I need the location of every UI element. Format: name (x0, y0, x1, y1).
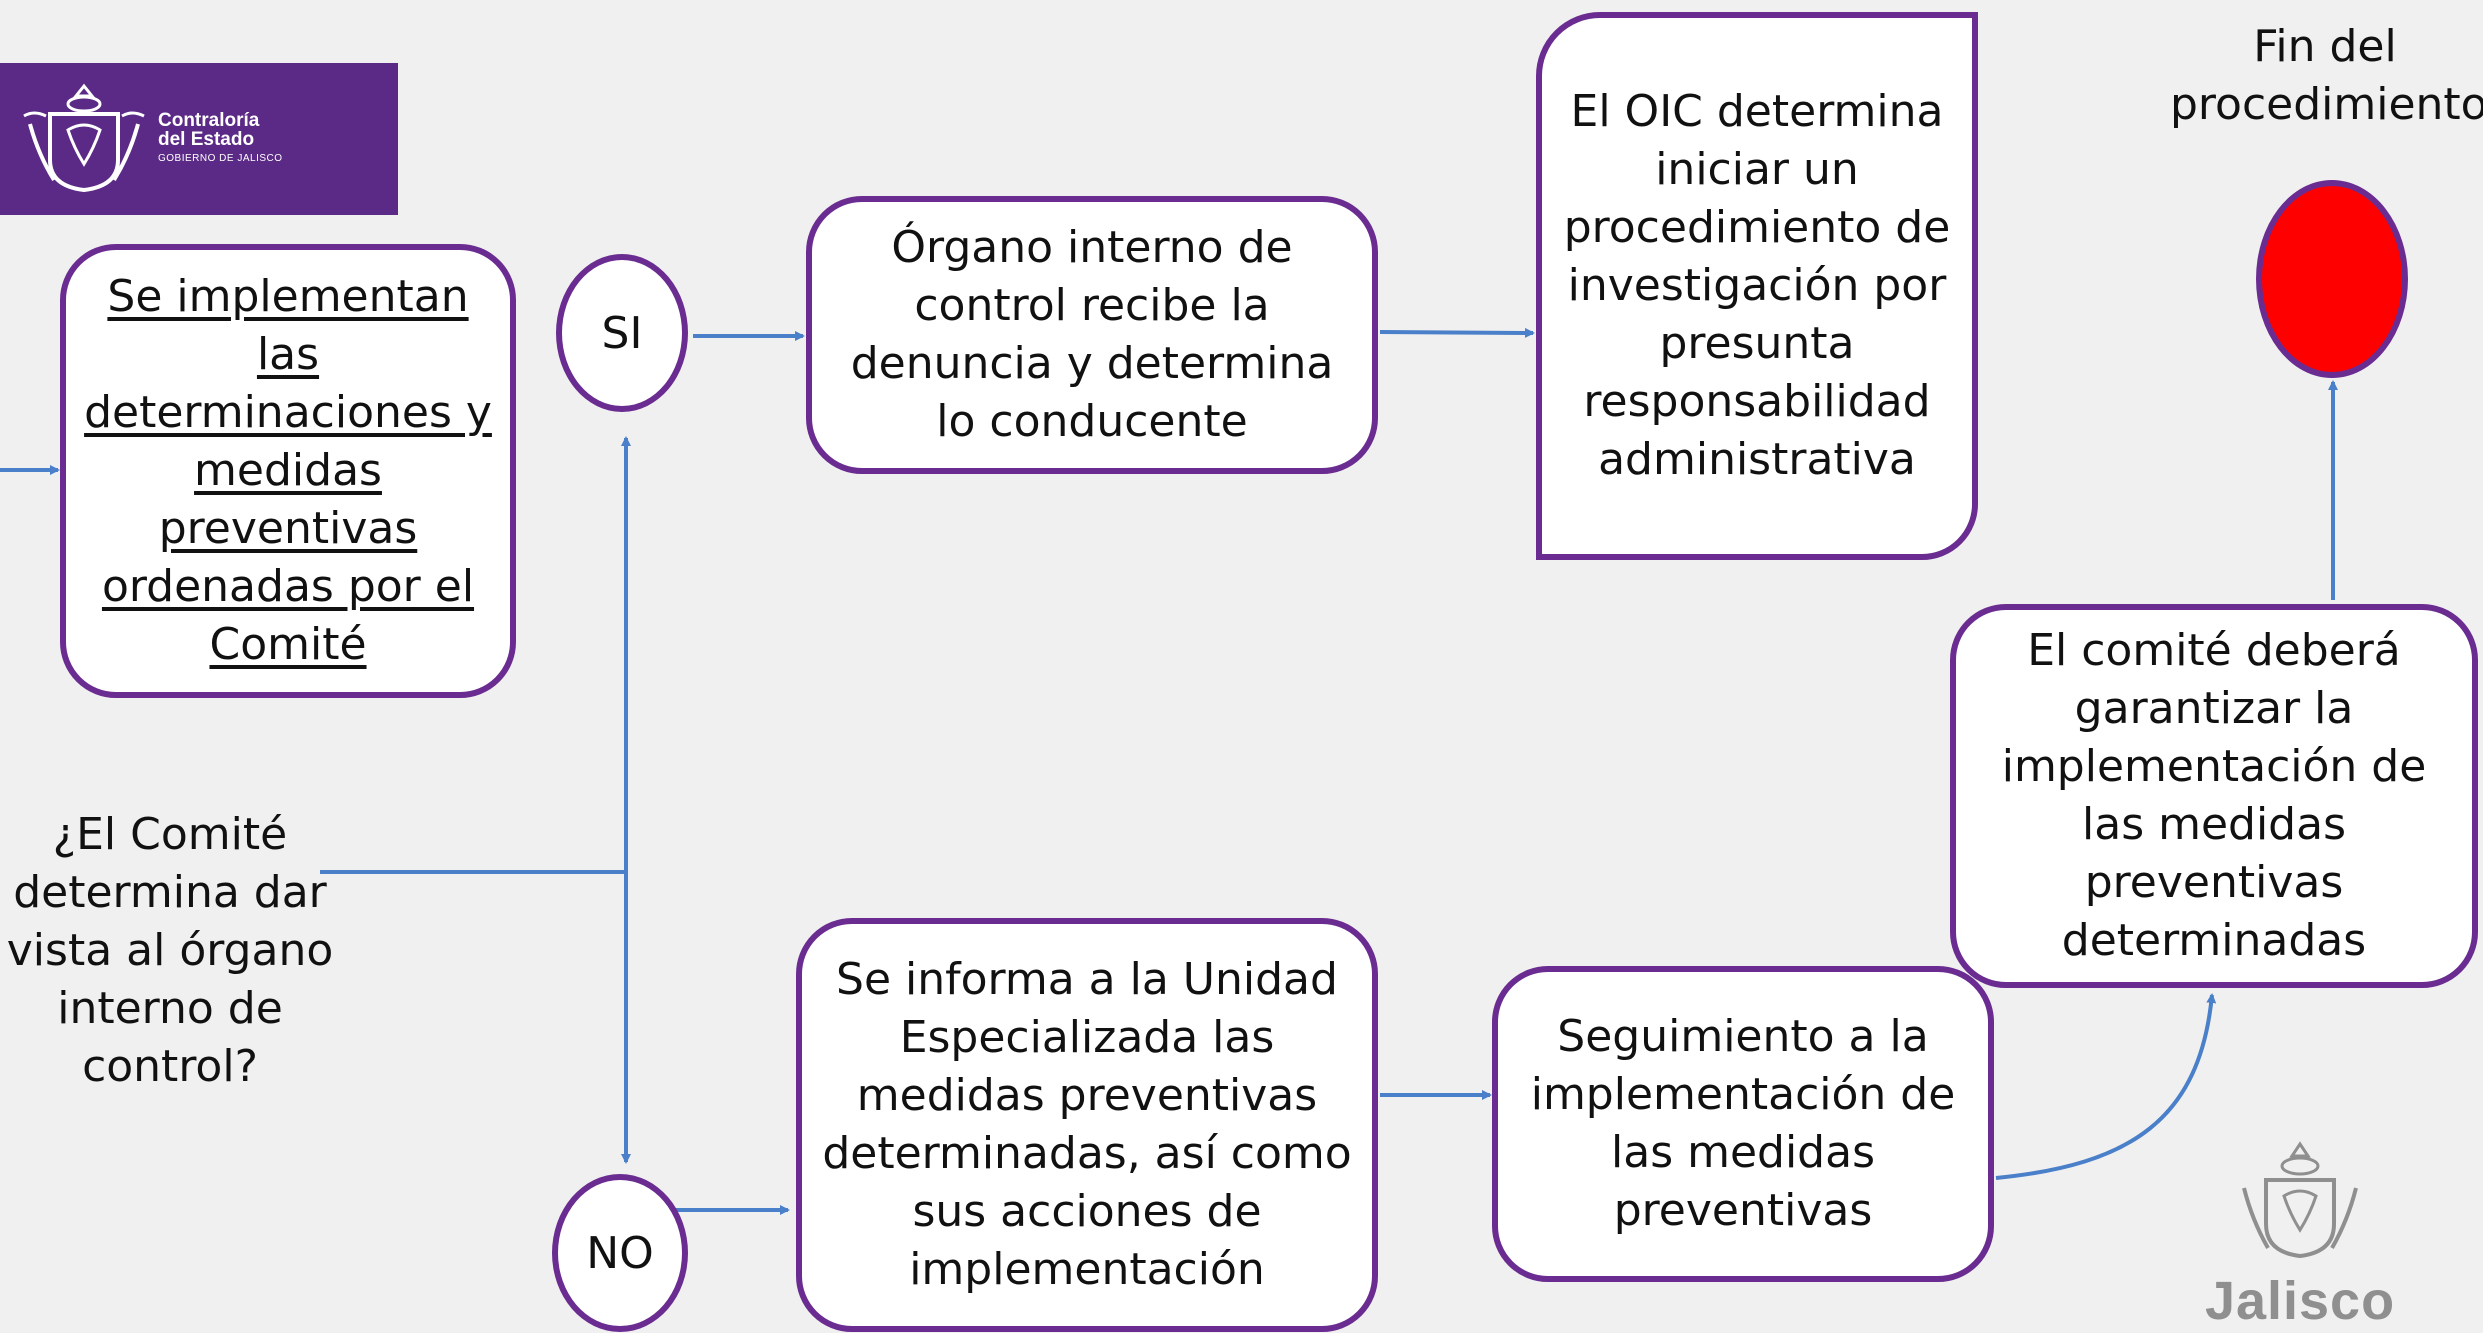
inform-unit-text: Se informa a la Unidad Especializada las… (822, 954, 1352, 1295)
follow-up-text: Seguimiento a la implementación de las m… (1530, 1011, 1956, 1236)
decision-no-circle: NO (552, 1174, 688, 1332)
jalisco-logo-word: Jalisco (2204, 1271, 2396, 1331)
oic-receives-text: Órgano interno de control recibe la denu… (850, 222, 1334, 447)
oic-receives-box: Órgano interno de control recibe la denu… (806, 196, 1378, 474)
committee-guarantee-box: El comité deberá garantizar la implement… (1950, 604, 2478, 988)
implement-measures-text: Se implementan las determinaciones y med… (84, 271, 492, 670)
contraloria-logo-line1: Contraloría (158, 109, 260, 131)
coat-of-arms-icon (23, 83, 145, 193)
end-procedure-label: Fin del procedimiento (2170, 21, 2483, 130)
arrow-oic-investigation (1379, 327, 1535, 338)
decision-yes-label: SI (601, 307, 643, 359)
decision-no-label: NO (586, 1227, 654, 1279)
arrow-followup-committee (1995, 993, 2217, 1180)
jalisco-coat-of-arms-icon (2242, 1141, 2358, 1259)
contraloria-logo-text: Contraloría del Estado GOBIERNO DE JALIS… (158, 111, 283, 168)
implement-measures-box: Se implementan las determinaciones y med… (60, 244, 516, 698)
contraloria-logo-line2: del Estado (158, 128, 255, 150)
inform-unit-box: Se informa a la Unidad Especializada las… (796, 918, 1378, 1332)
oic-investigation-text: El OIC determina iniciar un procedimient… (1563, 86, 1951, 485)
oic-investigation-box: El OIC determina iniciar un procedimient… (1536, 12, 1978, 560)
committee-guarantee-text: El comité deberá garantizar la implement… (2001, 625, 2427, 966)
follow-up-box: Seguimiento a la implementación de las m… (1492, 966, 1994, 1282)
committee-question-text: ¿El Comité determina dar vista al órgano… (6, 809, 334, 1092)
end-procedure-circle (2256, 180, 2408, 378)
decision-yes-circle: SI (556, 254, 688, 412)
contraloria-logo-line3: GOBIERNO DE JALISCO (158, 152, 283, 164)
contraloria-logo: Contraloría del Estado GOBIERNO DE JALIS… (0, 63, 398, 215)
jalisco-logo: Jalisco (2180, 1140, 2420, 1333)
